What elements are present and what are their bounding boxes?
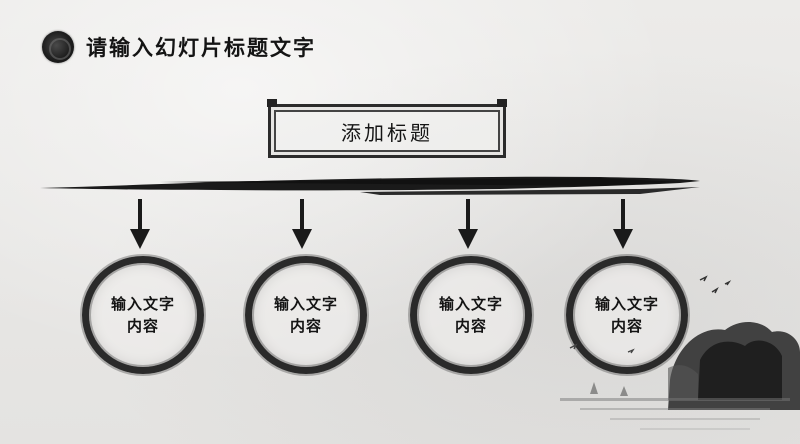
content-text: 内容: [610, 317, 643, 335]
arrow-down-icon: [613, 199, 633, 249]
content-text: 输入文字: [438, 295, 503, 313]
content-text: 输入文字: [594, 295, 659, 313]
content-text: 输入文字: [273, 295, 338, 313]
content-circle[interactable]: 输入文字 内容: [410, 256, 532, 374]
content-circle[interactable]: 输入文字 内容: [245, 256, 367, 374]
ink-circle-icon: [42, 31, 74, 63]
arrow-down-icon: [458, 199, 478, 249]
slide-header: 请输入幻灯片标题文字: [42, 30, 316, 64]
heading-frame[interactable]: 添加标题: [267, 99, 507, 158]
content-text: 内容: [126, 317, 159, 335]
content-text: 内容: [289, 317, 322, 335]
arrow-down-icon: [130, 199, 150, 249]
ink-brush-stroke: [40, 176, 700, 195]
content-text: 内容: [454, 317, 487, 335]
content-circle[interactable]: 输入文字 内容: [566, 256, 688, 374]
content-circle[interactable]: 输入文字 内容: [82, 256, 204, 374]
arrow-down-icon: [292, 199, 312, 249]
content-text: 输入文字: [110, 295, 175, 313]
slide-title[interactable]: 请输入幻灯片标题文字: [86, 35, 316, 60]
heading-text: 添加标题: [341, 120, 433, 145]
ink-landscape-painting: [560, 275, 800, 430]
